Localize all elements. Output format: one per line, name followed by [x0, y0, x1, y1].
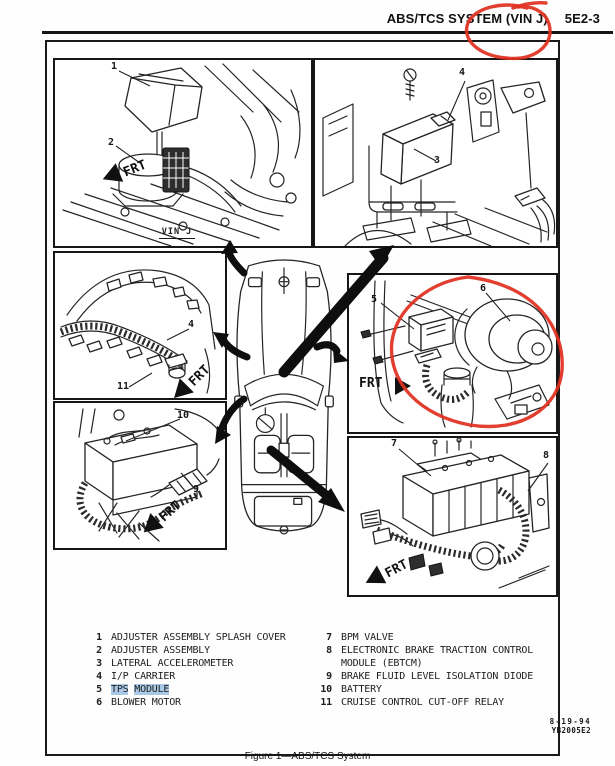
battery-drawing: FRT — [76, 408, 220, 542]
svg-text:FRT: FRT — [359, 376, 383, 391]
header-page-code: 5E2-3 — [564, 11, 600, 26]
panel-battery: FRT — [53, 401, 227, 550]
tps-blower-drawing: FRT — [359, 280, 553, 428]
legend-item: 4 I/P CARRIER — [86, 670, 316, 683]
callout-5: 5 — [371, 294, 378, 305]
legend-item-number: 5 — [96, 684, 102, 695]
legend-item: 9 BRAKE FLUID LEVEL ISOLATION DIODE — [316, 670, 546, 683]
lateral-accelerometer-drawing — [322, 68, 556, 246]
callout-9: 9 — [193, 484, 200, 495]
legend-item: 11 CRUISE CONTROL CUT-OFF RELAY — [316, 696, 546, 709]
legend-item-number: 10 — [320, 684, 332, 695]
vin-label: VIN J — [159, 227, 195, 239]
legend-item-label: I/P CARRIER — [111, 671, 176, 682]
revision-stamp: 8-19-94 YB2005E2 — [550, 717, 591, 735]
legend-item: 2 ADJUSTER ASSEMBLY — [86, 644, 316, 657]
svg-text:FRT: FRT — [157, 498, 185, 525]
legend-item-label: BPM VALVE — [341, 632, 394, 643]
legend-item-number: 8 — [326, 645, 332, 656]
legend-item-number: 6 — [96, 697, 102, 708]
legend-item-number: 3 — [96, 658, 102, 669]
legend-item: 1 ADJUSTER ASSEMBLY SPLASH COVER — [86, 631, 316, 644]
header-rule — [42, 31, 613, 34]
legend-left-column: 1 ADJUSTER ASSEMBLY SPLASH COVER 2 ADJUSTER… — [86, 631, 316, 709]
ip-carrier-drawing: FRT — [59, 269, 216, 398]
legend-item-label: BATTERY — [341, 684, 382, 695]
legend-item-number: 2 — [96, 645, 102, 656]
legend-item-number: 7 — [326, 632, 332, 643]
panel-adjuster-assembly: FRT — [53, 58, 313, 248]
panel-ip-carrier: FRT — [53, 251, 227, 400]
legend-item: 7 BPM VALVE — [316, 631, 546, 644]
panel-bpm-ebtcm: FRT — [347, 436, 558, 597]
callout-7: 7 — [391, 438, 398, 449]
stamp-code: YB2005E2 — [551, 726, 591, 735]
legend-item: 3 LATERAL ACCELEROMETER — [86, 657, 316, 670]
legend-item-label: CRUISE CONTROL CUT-OFF RELAY — [341, 697, 504, 708]
callout-10: 10 — [177, 410, 190, 421]
figure-caption: Figure 1—ABS/TCS System — [244, 751, 371, 762]
legend-item-number: 11 — [320, 697, 332, 708]
header-title: ABS/TCS SYSTEM (VIN J) — [386, 11, 548, 26]
callout-8: 8 — [543, 450, 550, 461]
panel-lateral-accelerometer — [313, 58, 558, 248]
legend-item-label: BLOWER MOTOR — [111, 697, 181, 708]
car-overhead-drawing — [234, 259, 334, 535]
legend-item-number: 9 — [326, 671, 332, 682]
legend-item-label: BRAKE FLUID LEVEL ISOLATION DIODE — [341, 671, 534, 682]
legend-item: 10 BATTERY — [316, 683, 546, 696]
legend-item-number: 4 — [96, 671, 102, 682]
frt-arrow-mid-right: FRT — [359, 376, 411, 395]
panel-tps-blower: FRT — [347, 273, 558, 434]
legend-item-label: TPS MODULE — [111, 684, 170, 695]
adjuster-assembly-drawing: FRT — [62, 63, 301, 246]
legend-item-label: LATERAL ACCELEROMETER — [111, 658, 234, 669]
page-header: ABS/TCS SYSTEM (VIN J) 5E2-3 — [0, 11, 600, 26]
frt-arrow-bottom-right: FRT — [365, 557, 411, 584]
callout-4-bracket: 4 — [459, 67, 466, 78]
bpm-ebtcm-drawing: FRT — [360, 438, 550, 589]
callout-2: 2 — [108, 137, 115, 148]
legend-item-label: ELECTRONIC BRAKE TRACTION CONTROL MODULE… — [341, 645, 534, 669]
legend-item: 6 BLOWER MOTOR — [86, 696, 316, 709]
legend-right-column: 7 BPM VALVE 8 ELECTRONIC BRAKE TRACTION CON… — [316, 631, 546, 709]
svg-text:FRT: FRT — [383, 557, 411, 581]
callout-3: 3 — [434, 155, 441, 166]
stamp-date: 8-19-94 — [549, 717, 591, 726]
legend-item-label: ADJUSTER ASSEMBLY SPLASH COVER — [111, 632, 286, 643]
callout-6: 6 — [480, 283, 487, 294]
legend-item-number: 1 — [96, 632, 102, 643]
callout-1: 1 — [111, 61, 118, 72]
legend-item-label: ADJUSTER ASSEMBLY — [111, 645, 210, 656]
callout-4-carrier: 4 — [188, 319, 195, 330]
red-circle-annotation-header-tail — [511, 1, 548, 10]
legend-item: 8 ELECTRONIC BRAKE TRACTION CONTROL MODUL… — [316, 644, 546, 670]
legend-item: 5 TPS MODULE — [86, 683, 316, 696]
callout-11: 11 — [117, 381, 130, 392]
